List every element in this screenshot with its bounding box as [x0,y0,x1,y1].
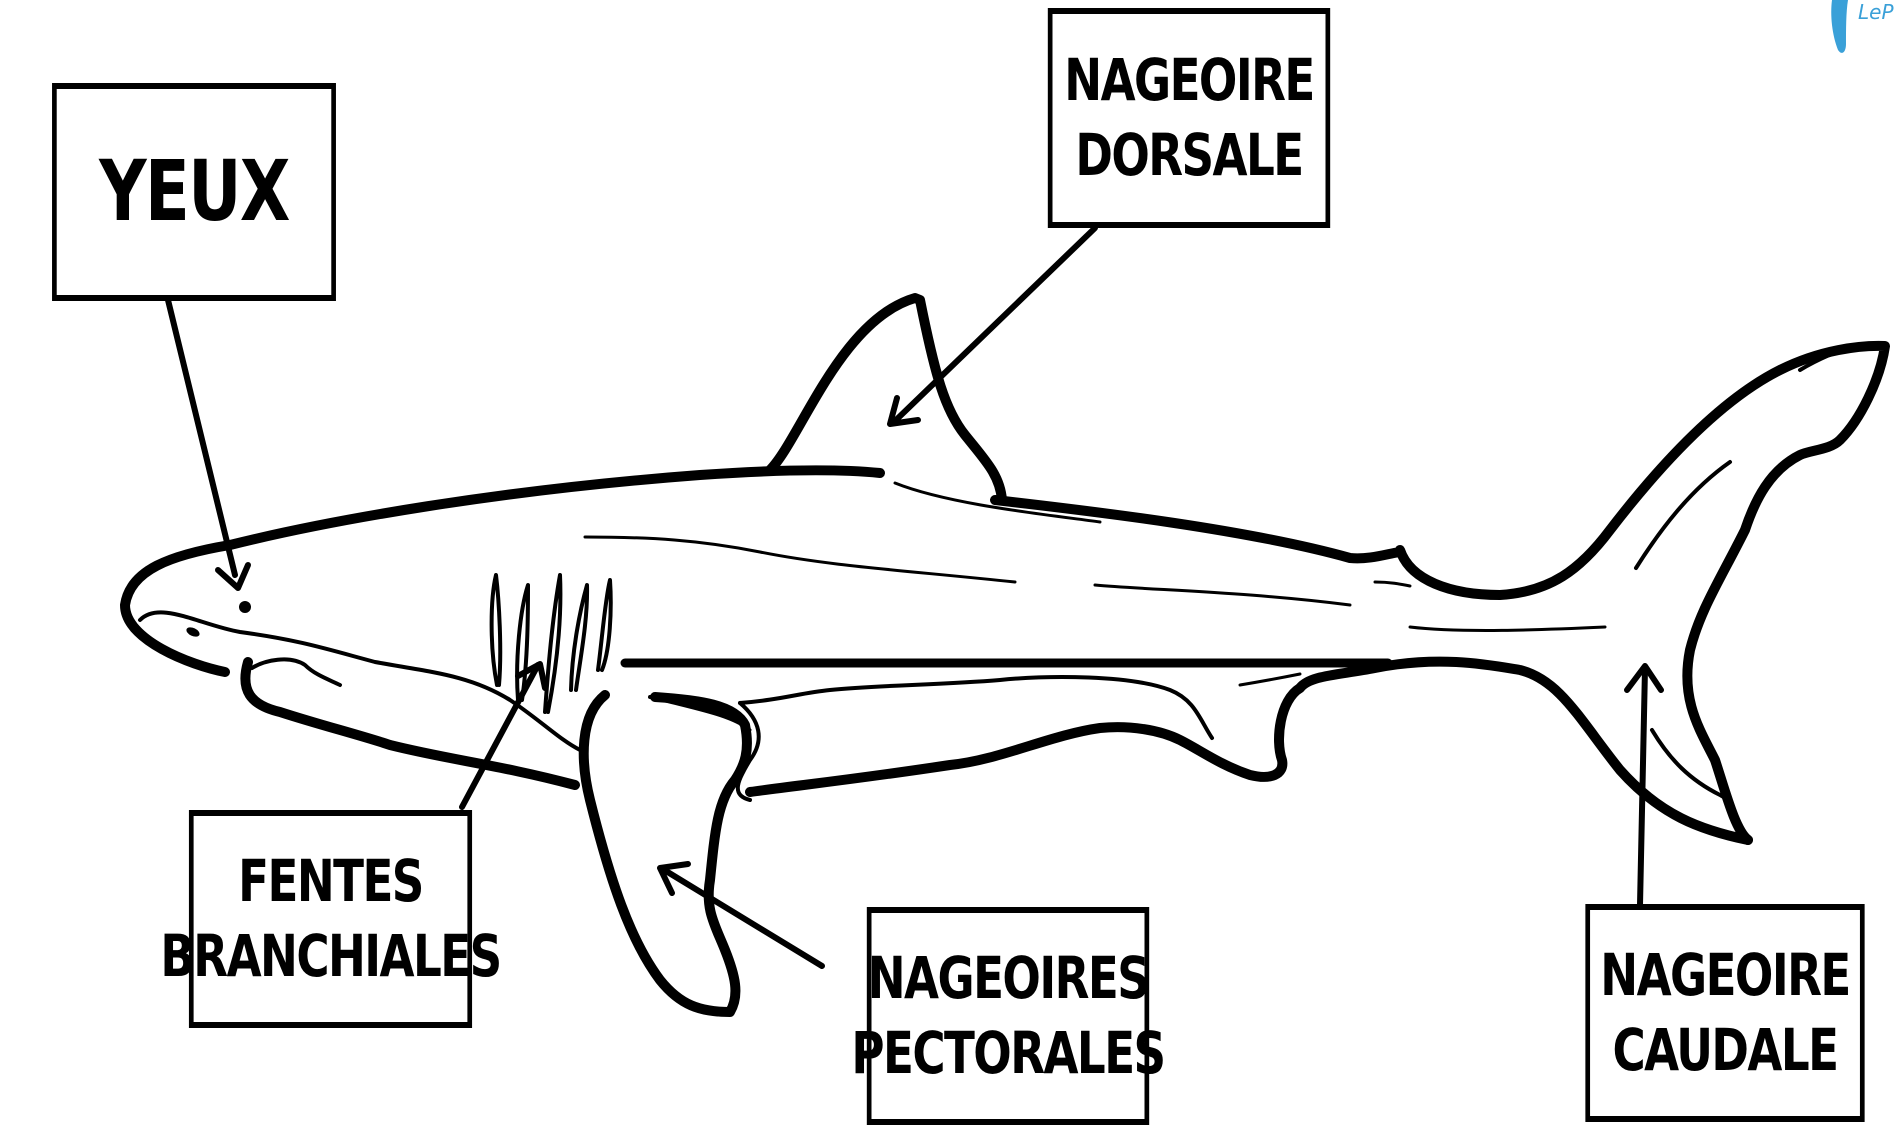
shark-back-rear-outline [995,500,1400,558]
gill-slit-4 [571,585,587,690]
shark-pectoral-fin [584,695,747,1012]
pointer-pectorales [661,868,822,966]
shark-mouth-line [140,612,580,750]
shark-back-outline [230,470,880,545]
shark-eye [239,601,251,613]
label-pectorales-line-1: NAGEOIRES [868,941,1148,1016]
shark-tail-lower [1300,662,1748,840]
label-yeux-line-1: YEUX [99,137,289,246]
label-caudale-line-1: NAGEOIRE [1600,938,1849,1013]
label-yeux: YEUX [52,83,336,301]
pointer-caudale [1640,668,1645,905]
label-caudale-line-2: CAUDALE [1613,1013,1838,1088]
gill-slit-3 [545,575,560,712]
label-nageoire-dorsale: NAGEOIRE DORSALE [1048,8,1330,228]
shading-line-6 [1240,674,1300,685]
label-branchiales-line-2: BRANCHIALES [160,919,500,994]
shading-line-3 [1410,627,1605,630]
label-dorsale-line-2: DORSALE [1075,118,1302,193]
shading-line-1 [585,537,1015,582]
shark-snout-outline [125,545,230,672]
pointer-yeux [168,300,235,575]
logo-text: LeP [1858,0,1894,24]
shark-nostril [185,625,201,638]
shading-line-4 [1375,582,1410,586]
label-branchiales-line-1: FENTES [238,844,423,919]
shark-mouth-teeth [252,659,340,685]
gill-slit-5 [598,580,611,670]
label-nageoires-pectorales: NAGEOIRES PECTORALES [867,907,1149,1125]
label-nageoire-caudale: NAGEOIRE CAUDALE [1585,904,1864,1122]
label-fentes-branchiales: FENTES BRANCHIALES [189,810,472,1028]
shading-line-2 [1095,585,1350,605]
label-dorsale-line-1: NAGEOIRE [1064,43,1313,118]
shark-belly-rear [750,688,1300,792]
label-pectorales-line-2: PECTORALES [851,1016,1164,1091]
gill-slit-1 [492,575,501,685]
